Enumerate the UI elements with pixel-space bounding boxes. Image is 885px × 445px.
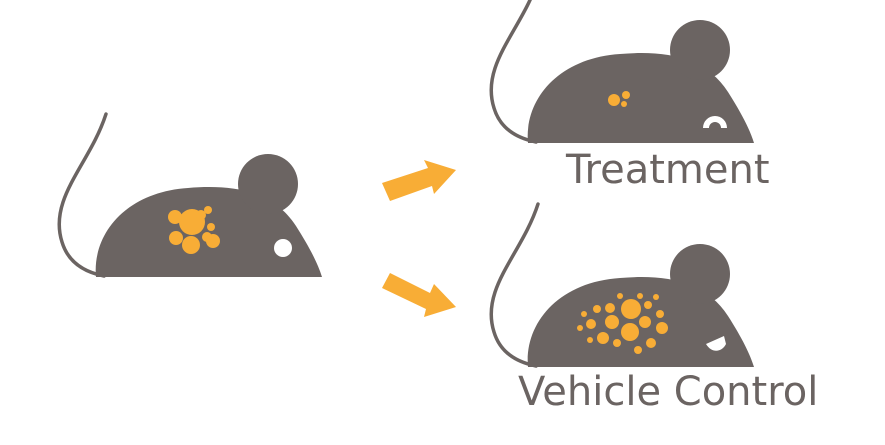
treatment-mouse (489, 0, 756, 145)
eye (706, 336, 726, 351)
arrow-to-treatment (382, 160, 456, 201)
eye (703, 116, 727, 128)
vehicle-control-label: Vehicle Control (518, 369, 819, 415)
control-mouse (489, 202, 756, 369)
tumor-icon (577, 293, 668, 354)
eye (274, 239, 292, 257)
treatment-label: Treatment (566, 147, 770, 193)
source-mouse (57, 112, 324, 279)
tumor-icon (168, 206, 220, 254)
tumor-icon (608, 91, 630, 107)
arrow-icon (382, 160, 456, 201)
arrow-to-control (382, 273, 456, 317)
arrow-icon (382, 273, 456, 317)
